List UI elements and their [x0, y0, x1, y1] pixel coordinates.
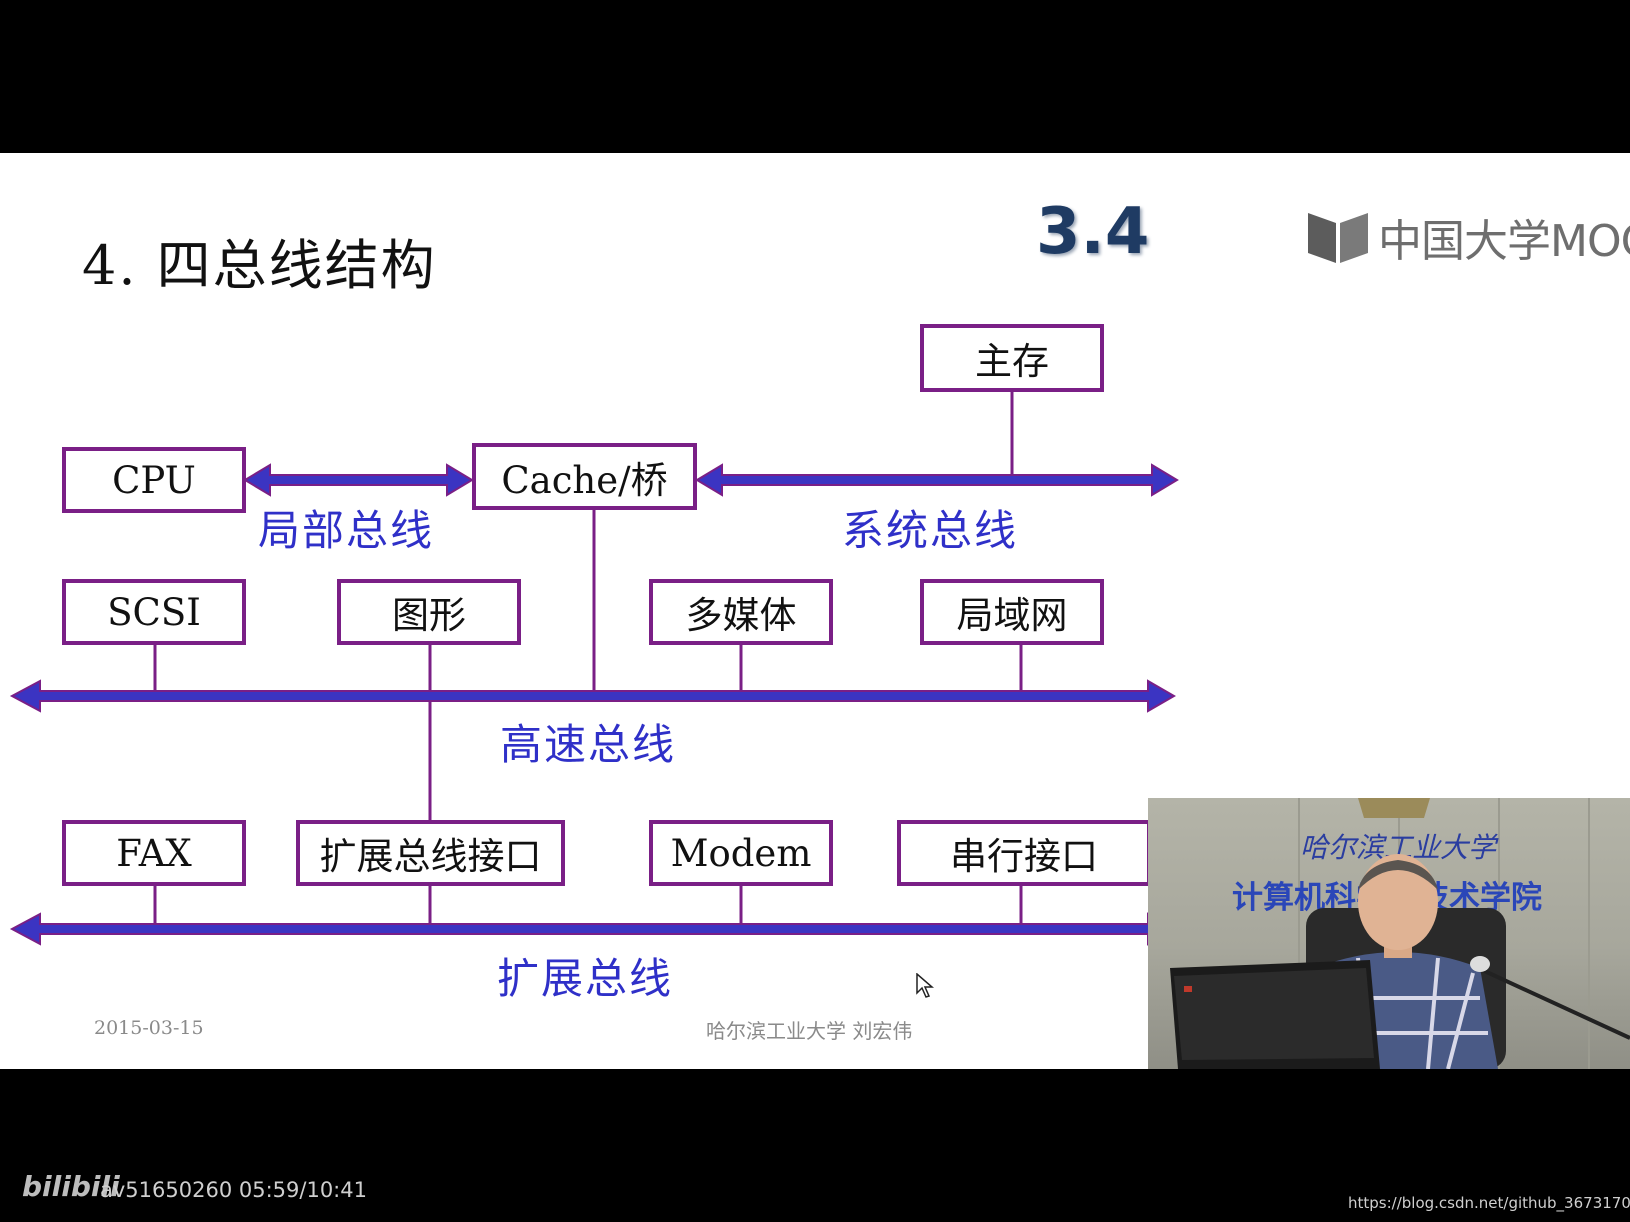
modem-box: Modem	[649, 820, 833, 886]
system-bus-arrow	[697, 465, 1177, 495]
cpu-box: CPU	[62, 447, 246, 513]
expansion-bus-arrow	[12, 914, 1174, 944]
expansion-interface-box: 扩展总线接口	[296, 820, 565, 886]
slide-date: 2015-03-15	[94, 1017, 204, 1039]
local-bus-arrow	[245, 465, 472, 495]
mouse-cursor-icon	[916, 973, 934, 999]
graphics-box: 图形	[337, 579, 521, 645]
serial-port-box: 串行接口	[897, 820, 1151, 886]
cache-bridge-box: Cache/桥	[472, 443, 697, 510]
slide-author: 哈尔滨工业大学 刘宏伟	[706, 1015, 912, 1044]
main-memory-box: 主存	[920, 324, 1104, 392]
multimedia-box: 多媒体	[649, 579, 833, 645]
expansion-bus-label: 扩展总线	[497, 945, 673, 1006]
lan-box: 局域网	[920, 579, 1104, 645]
webcam-video: 哈尔滨工业大学 计算机科学与技术学院	[1148, 798, 1630, 1069]
source-watermark: https://blog.csdn.net/github_36731706	[1348, 1194, 1630, 1212]
local-bus-label: 局部总线	[258, 497, 434, 558]
fax-box: FAX	[62, 820, 246, 886]
system-bus-label: 系统总线	[842, 497, 1018, 558]
high-speed-bus-label: 高速总线	[500, 711, 676, 772]
lecture-slide: 4. 四总线结构 3.4 中国大学MOOC .conn { stroke:#7a…	[0, 153, 1630, 1069]
lecturer-figure	[1148, 798, 1630, 1069]
scsi-box: SCSI	[62, 579, 246, 645]
video-info: av51650260 05:59/10:41	[100, 1178, 367, 1202]
